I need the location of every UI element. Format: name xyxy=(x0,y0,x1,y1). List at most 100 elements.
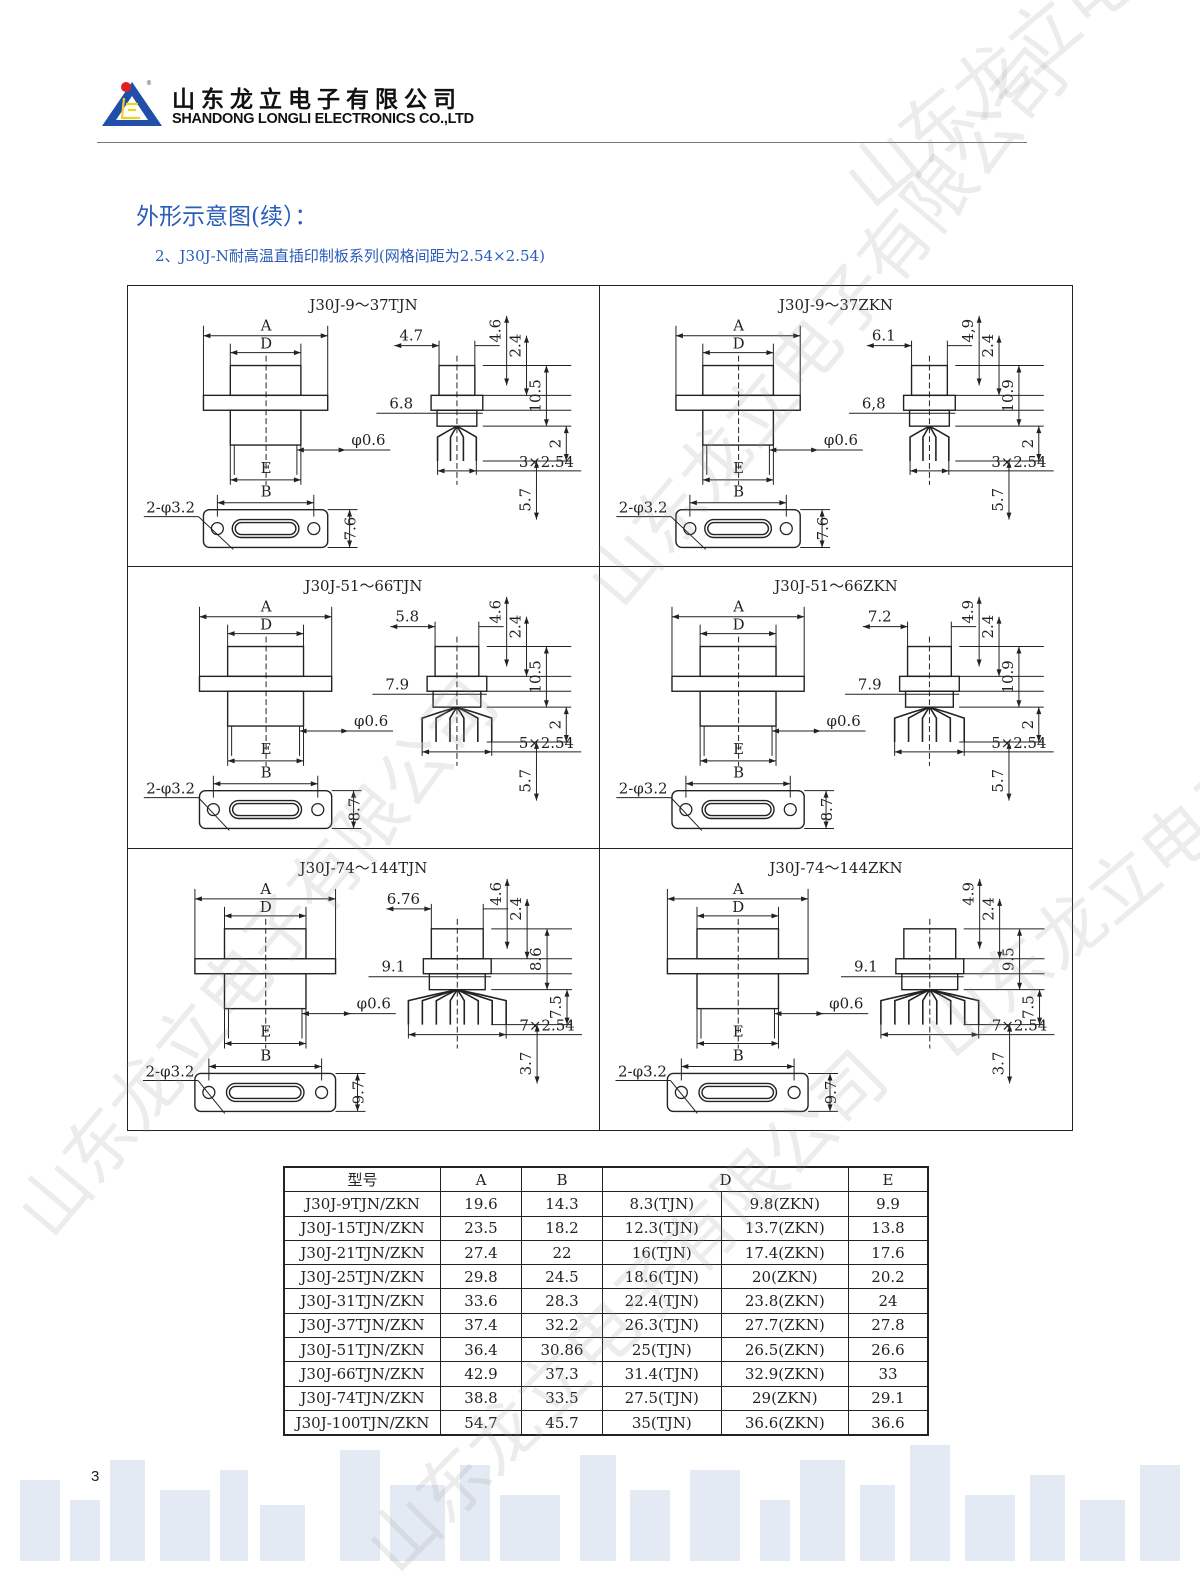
dimension-a-label: A xyxy=(260,317,272,335)
cell-a: 29.8 xyxy=(440,1264,522,1290)
mounting-holes-label: 2-φ3.2 xyxy=(618,1062,667,1080)
drawing-title: J30J-74～144TJN xyxy=(298,859,428,877)
dimension-arrow xyxy=(1036,707,1042,743)
cell-d-tjn: 18.6(TJN) xyxy=(602,1264,722,1290)
cell-b: 33.5 xyxy=(521,1385,603,1411)
pin-lead xyxy=(893,706,930,743)
top-width-label: 6.1 xyxy=(872,327,896,345)
outline-shape xyxy=(701,1085,775,1099)
cell-a: 19.6 xyxy=(440,1191,522,1217)
outline-shape xyxy=(198,790,333,830)
cell-model: J30J-9TJN/ZKN xyxy=(283,1191,441,1217)
vertical-dimension-label: 2 xyxy=(1019,720,1037,729)
vertical-dimension-label: 4.9 xyxy=(960,882,978,906)
cell-model: J30J-37TJN/ZKN xyxy=(283,1312,441,1339)
cell-d-zkn: 13.7(ZKN) xyxy=(720,1215,850,1241)
drawing-line xyxy=(670,1079,698,1114)
cell-a: 36.4 xyxy=(440,1337,522,1363)
cell-b: 32.2 xyxy=(521,1312,603,1339)
mounting-holes-label: 2-φ3.2 xyxy=(146,780,195,798)
cell-b: 37.3 xyxy=(521,1361,603,1387)
vertical-dimension-label: 8.6 xyxy=(527,947,545,971)
watermark: 山东龙立电子有限公司 xyxy=(820,0,1200,227)
pin-lead xyxy=(928,707,938,743)
dimension-a-label: A xyxy=(259,880,271,898)
outline-shape xyxy=(198,675,333,693)
vertical-dimension-label: 2.4 xyxy=(979,615,997,639)
mounting-hole xyxy=(202,1085,216,1099)
dimension-arrow xyxy=(1037,989,1043,1025)
header-e: E xyxy=(848,1166,929,1193)
cell-d-zkn: 26.5(ZKN) xyxy=(720,1337,850,1363)
dimension-arrow xyxy=(504,878,510,949)
flange-width-label: 9.1 xyxy=(854,957,878,975)
dimension-e-label: E xyxy=(261,740,272,758)
pin-lead xyxy=(922,425,931,461)
pin-length-label: 5.7 xyxy=(517,488,535,512)
dimension-e-label: E xyxy=(733,740,744,758)
vertical-dimension-label: 2 xyxy=(546,720,564,729)
mounting-hole xyxy=(787,1085,801,1099)
header-d: D xyxy=(602,1166,849,1193)
pin-lead xyxy=(435,706,458,743)
mounting-hole xyxy=(311,803,325,817)
mounting-hole xyxy=(307,521,321,536)
dimension-arrow xyxy=(533,742,539,801)
drawing-line xyxy=(197,1079,226,1114)
pin-lead xyxy=(929,988,938,1025)
pin-length-label: 5.7 xyxy=(517,769,535,793)
drawing-line xyxy=(198,797,230,832)
cell-d-tjn: 8.3(TJN) xyxy=(602,1191,722,1217)
pin-pitch-label: 7×2.54 xyxy=(519,1016,574,1034)
pin-lead xyxy=(435,988,458,1025)
plate-height-label: 9.7 xyxy=(350,1080,368,1104)
mounting-hole xyxy=(779,521,793,536)
pin-lead xyxy=(456,707,465,743)
pin-length-label: 3.7 xyxy=(517,1051,535,1075)
flange-width-label: 6.8 xyxy=(389,394,413,412)
outline-shape xyxy=(666,1072,809,1112)
pin-lead xyxy=(908,988,931,1025)
dimension-arrow xyxy=(564,989,570,1025)
pin-length-label: 5.7 xyxy=(989,488,1007,512)
dimension-e-label: E xyxy=(733,1022,744,1040)
dimension-arrow xyxy=(504,597,510,667)
dimension-b-label: B xyxy=(733,483,744,501)
outline-shape xyxy=(704,518,773,539)
top-width-label: 4.7 xyxy=(399,327,423,345)
dimension-e-label: E xyxy=(260,1022,271,1040)
pin-length-label: 3.7 xyxy=(990,1051,1008,1075)
cell-b: 45.7 xyxy=(521,1409,603,1436)
vertical-dimension-label: 10.5 xyxy=(526,661,544,694)
pin-length-label: 5.7 xyxy=(989,769,1007,793)
cell-b: 18.2 xyxy=(521,1215,603,1241)
drawing-title: J30J-51～66ZKN xyxy=(772,577,897,595)
vertical-dimension-label: 2.4 xyxy=(979,334,997,358)
pin-pitch-label: 3×2.54 xyxy=(991,453,1046,471)
pin-lead xyxy=(929,425,950,461)
connector-drawing: J30J-51～66TJNADEφ0.6B2-φ3.28.75×2.545.87… xyxy=(143,577,582,832)
cell-d-tjn: 25(TJN) xyxy=(602,1337,722,1363)
flange-width-label: 7.9 xyxy=(385,676,409,694)
cell-e: 36.6 xyxy=(848,1409,929,1436)
cell-a: 38.8 xyxy=(440,1385,522,1411)
dimension-arrow xyxy=(524,898,530,959)
pin-lead xyxy=(929,988,966,1025)
cell-e: 20.2 xyxy=(848,1264,929,1290)
pin-lead xyxy=(929,706,966,743)
mounting-holes-label: 2-φ3.2 xyxy=(146,1062,195,1080)
dimension-arrow xyxy=(977,878,983,949)
flange-width-label: 9.1 xyxy=(382,957,406,975)
pin-lead xyxy=(457,988,493,1025)
cell-model: J30J-66TJN/ZKN xyxy=(283,1361,441,1387)
pin-lead xyxy=(921,707,931,743)
flange-width-label: 6,8 xyxy=(862,394,886,412)
